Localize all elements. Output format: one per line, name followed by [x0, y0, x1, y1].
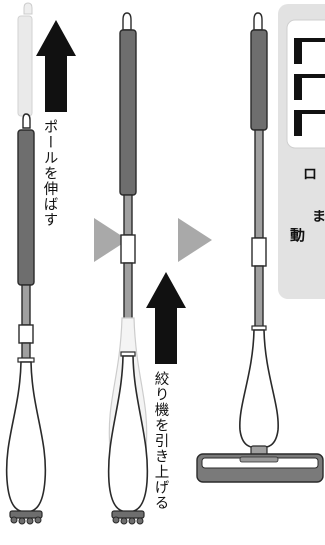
up-arrow-icon [146, 272, 186, 364]
mop-stage-1 [5, 2, 47, 525]
up-arrow-icon [36, 20, 76, 112]
side-panel-char-1-clip: ロ [303, 168, 325, 188]
side-panel-char-1: ロ [303, 168, 317, 183]
mop-stage-3 [196, 12, 324, 483]
right-chevron-icon [94, 218, 128, 262]
step-1-instruction: ポールを伸ばす [41, 119, 58, 228]
step-2-instruction: 絞り機を引き上げる [152, 371, 169, 511]
mop-stage-2 [107, 12, 149, 525]
side-panel-char-3: 動 [290, 228, 306, 244]
right-chevron-icon [178, 218, 212, 262]
side-info-panel [278, 4, 325, 299]
side-panel-char-2-clip: ま [306, 210, 325, 230]
side-panel-char-2: ま [312, 210, 325, 225]
side-panel-char-3-clip: 動 [290, 228, 325, 250]
